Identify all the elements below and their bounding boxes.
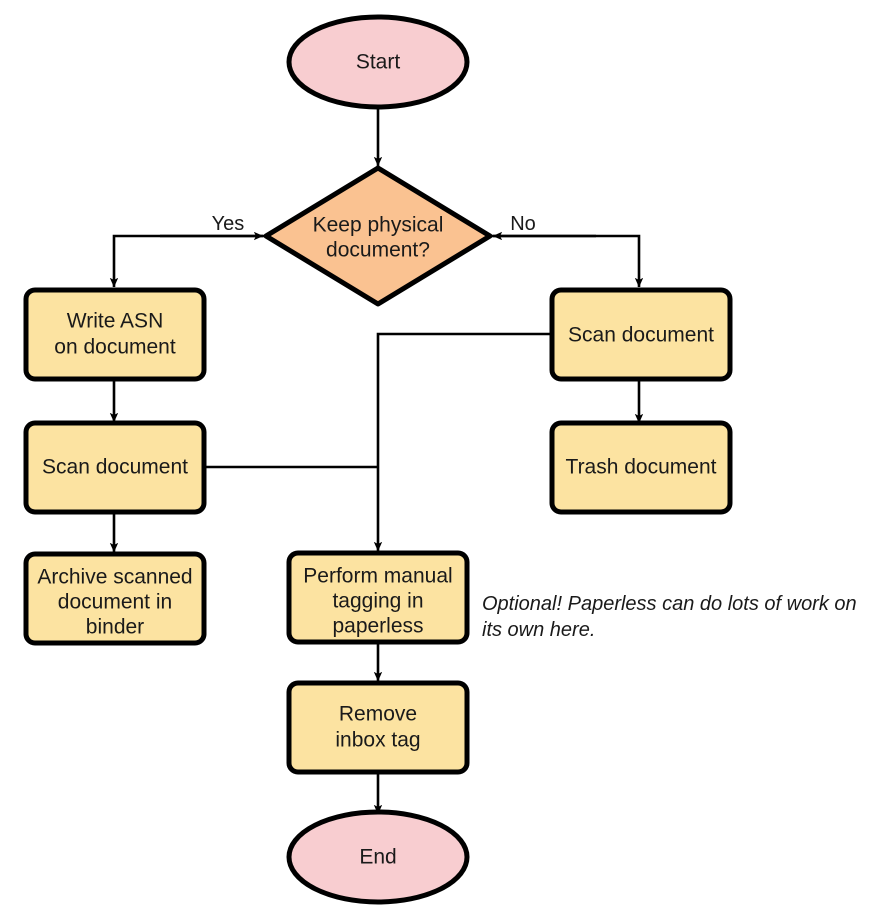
node-decision-keep-physical-document[interactable]: Keep physical document?	[263, 165, 493, 307]
scan-document-left-label: Scan document	[42, 456, 188, 479]
archive-label-line2: document in	[58, 591, 172, 614]
node-trash-document[interactable]: Trash document	[549, 420, 733, 515]
scan-document-right-box	[549, 287, 733, 382]
manual-tagging-label-line3: paperless	[332, 615, 423, 638]
manual-tagging-box	[286, 550, 470, 645]
edge-label-no: No	[510, 213, 536, 235]
node-remove-inbox-tag[interactable]: Remove inbox tag	[286, 680, 470, 775]
manual-tagging-label-line2: tagging in	[332, 590, 423, 613]
annotation-optional-paperless: Optional! Paperless can do lots of work …	[482, 593, 857, 641]
write-asn-box	[23, 287, 207, 382]
node-perform-manual-tagging[interactable]: Perform manual tagging in paperless	[286, 550, 470, 645]
archive-label-line1: Archive scanned	[37, 566, 192, 589]
node-end[interactable]: End	[286, 809, 470, 905]
annotation-line2: its own here.	[482, 619, 595, 641]
archive-box	[23, 551, 207, 646]
node-scan-document-right[interactable]: Scan document	[549, 287, 733, 382]
annotation-line1: Optional! Paperless can do lots of work …	[482, 593, 857, 615]
edge-scanright-to-manualtagging	[373, 332, 551, 552]
decision-diamond	[263, 165, 493, 307]
remove-inbox-tag-label-line1: Remove	[339, 703, 417, 726]
manual-tagging-label-line1: Perform manual	[303, 565, 452, 588]
node-scan-document-left[interactable]: Scan document	[23, 420, 207, 515]
end-ellipse	[286, 809, 470, 905]
write-asn-label-line1: Write ASN	[67, 310, 163, 333]
node-archive-scanned-document[interactable]: Archive scanned document in binder	[23, 551, 207, 646]
remove-inbox-tag-label-line2: inbox tag	[335, 729, 420, 752]
edge-label-yes: Yes	[212, 213, 245, 235]
scan-document-right-label: Scan document	[568, 324, 714, 347]
scan-document-left-box	[23, 420, 207, 515]
end-label: End	[359, 846, 396, 869]
archive-label-line3: binder	[86, 616, 144, 639]
decision-label-line2: document?	[326, 239, 430, 262]
trash-document-box	[549, 420, 733, 515]
node-write-asn-on-document[interactable]: Write ASN on document	[23, 287, 207, 382]
edge-decision-no-down	[492, 234, 644, 288]
write-asn-label-line2: on document	[54, 336, 176, 359]
node-start[interactable]: Start	[286, 14, 470, 110]
edge-decision-yes-down	[109, 234, 264, 288]
start-label: Start	[356, 51, 401, 74]
decision-label-line1: Keep physical	[313, 214, 444, 237]
trash-document-label: Trash document	[566, 456, 717, 479]
start-ellipse	[286, 14, 470, 110]
remove-inbox-tag-box	[286, 680, 470, 775]
